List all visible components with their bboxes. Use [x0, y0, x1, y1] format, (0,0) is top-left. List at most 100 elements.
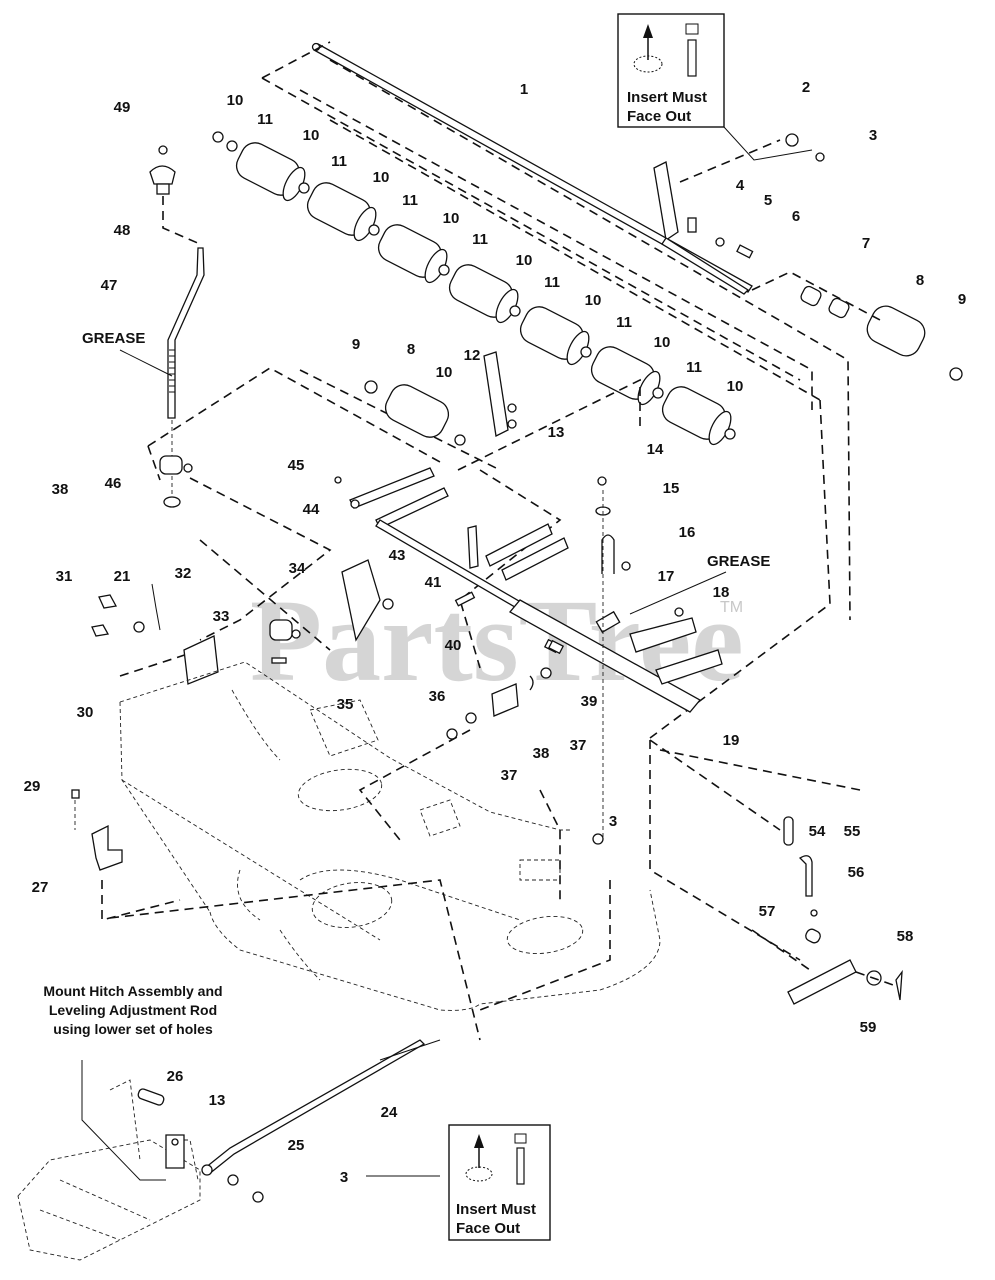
grease-leader — [629, 571, 727, 615]
assembly-line — [109, 879, 481, 1041]
assembly-line — [189, 477, 332, 641]
part-number-label: 10 — [303, 127, 320, 144]
part-number-label: 11 — [402, 192, 418, 209]
callout-top-line-1: Insert Must — [627, 89, 707, 106]
part-number-label: 57 — [759, 903, 776, 920]
part-number-label: 48 — [114, 222, 131, 239]
part-number-label: 11 — [331, 153, 347, 170]
roller-11 — [235, 142, 306, 202]
assembly-line — [539, 789, 561, 900]
callout-insert-bottom: Insert Must Face Out — [366, 1124, 551, 1241]
part-number-label: 34 — [289, 560, 306, 577]
hanger-bracket-assembly — [334, 467, 723, 713]
part-number-label: 11 — [257, 111, 273, 128]
part-number-label: 37 — [501, 767, 518, 784]
assembly-line — [147, 445, 161, 481]
grease-note-right: GREASE — [707, 553, 770, 570]
parts-27-29 — [71, 789, 181, 922]
assembly-line — [261, 41, 331, 79]
assembly-line — [649, 739, 781, 831]
assembly-line — [751, 271, 881, 321]
callout-insert-top: Insert Must Face Out — [617, 13, 813, 161]
assembly-line — [649, 740, 801, 961]
part-number-label: 11 — [616, 314, 632, 331]
leveling-rod-24 — [201, 1039, 441, 1203]
roller-11 — [590, 346, 661, 406]
part-number-label: 45 — [288, 457, 305, 474]
part-number-label: 56 — [848, 864, 865, 881]
part-number-label: 13 — [548, 424, 565, 441]
assembly-line — [199, 539, 331, 651]
part-number-label: 25 — [288, 1137, 305, 1154]
part-number-label: 31 — [56, 568, 73, 585]
part-number-label: 58 — [897, 928, 914, 945]
part-number-label: 10 — [727, 378, 744, 395]
parts-14-16 — [595, 476, 631, 840]
part-number-label: 10 — [436, 364, 453, 381]
part-number-label: 24 — [381, 1104, 398, 1121]
part-number-label: 3 — [869, 127, 877, 144]
assembly-line — [261, 77, 801, 381]
part-number-label: 35 — [337, 696, 354, 713]
mower-deck — [119, 661, 661, 1011]
part-number-label: 40 — [445, 637, 462, 654]
assembly-line — [459, 469, 562, 669]
part-number-label: 55 — [844, 823, 861, 840]
assembly-line — [649, 399, 831, 739]
bracket-parts-30-35 — [91, 583, 301, 685]
part-number-label: 15 — [663, 480, 680, 497]
part-number-label: 39 — [581, 693, 598, 710]
part-number-label: 26 — [167, 1068, 184, 1085]
part-number-label: 36 — [429, 688, 446, 705]
part-number-label: 6 — [792, 208, 800, 225]
part-number-label: 7 — [862, 235, 870, 252]
part-number-label: 21 — [114, 568, 131, 585]
nut-part-3 — [592, 833, 604, 845]
part-number-label: 11 — [686, 359, 702, 376]
part-number-label: 49 — [114, 99, 131, 116]
hitch-assembly — [17, 1060, 201, 1261]
roller-11 — [661, 386, 732, 446]
part-number-label: 59 — [860, 1019, 877, 1036]
part-number-label: 10 — [373, 169, 390, 186]
bracket-assembly — [653, 161, 754, 295]
assembly-line — [329, 59, 851, 621]
roller-11 — [519, 306, 590, 366]
roller-11 — [306, 182, 377, 242]
part-number-label: 17 — [658, 568, 675, 585]
part-number-label: 11 — [472, 231, 488, 248]
part-number-label: 32 — [175, 565, 192, 582]
assembly-line — [329, 119, 821, 401]
part-number-label: 44 — [303, 501, 320, 518]
grease-leader — [119, 349, 173, 377]
roller-11 — [448, 264, 519, 324]
part-number-label: 37 — [570, 737, 587, 754]
part-number-label: 43 — [389, 547, 406, 564]
parts-36-39 — [446, 639, 565, 740]
part-number-label: 33 — [213, 608, 230, 625]
part-number-label: 19 — [723, 732, 740, 749]
part-number-label: 54 — [809, 823, 826, 840]
part-number-label: 10 — [516, 252, 533, 269]
assembly-line — [358, 729, 471, 841]
part-number-label: 38 — [533, 745, 550, 762]
part-number-label: 8 — [916, 272, 924, 289]
rod-part-1 — [311, 42, 753, 293]
upper-rollers — [212, 131, 736, 446]
part-number-label: 1 — [520, 81, 528, 98]
part-number-label: 2 — [802, 79, 810, 96]
part-number-label: 9 — [958, 291, 966, 308]
assembly-line — [147, 367, 441, 463]
assembly-line — [479, 880, 611, 1011]
mount-note: Mount Hitch Assembly and Leveling Adjust… — [43, 983, 222, 1037]
part-number-label: 10 — [227, 92, 244, 109]
callout-bottom-line-2: Face Out — [456, 1220, 520, 1237]
roller-11 — [377, 224, 448, 284]
part-number-label: 27 — [32, 879, 49, 896]
part-number-label: 16 — [679, 524, 696, 541]
part-number-label: 5 — [764, 192, 772, 209]
part-number-label: 14 — [647, 441, 664, 458]
part-number-label: 13 — [209, 1092, 226, 1109]
callout-top-line-2: Face Out — [627, 108, 691, 125]
callout-bottom-line-1: Insert Must — [456, 1201, 536, 1218]
